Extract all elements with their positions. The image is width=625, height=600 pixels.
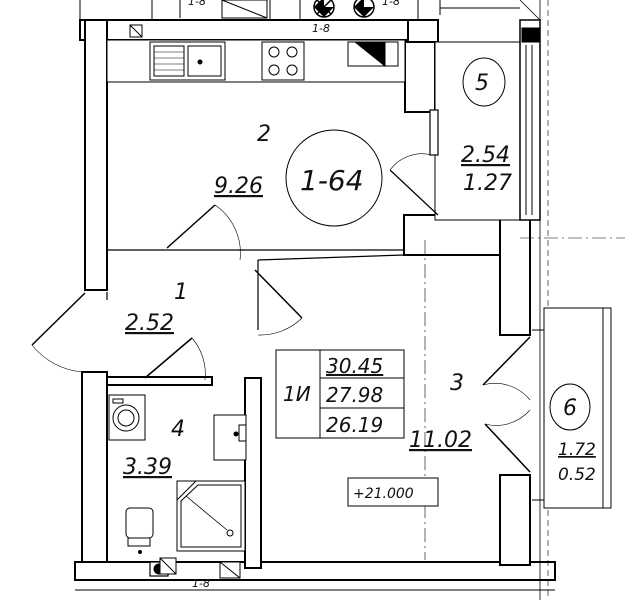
partitions xyxy=(106,215,405,330)
door-entrance xyxy=(31,292,86,373)
door-balcony-6 xyxy=(482,336,531,473)
wall-left-lower xyxy=(81,371,108,568)
room-6-area: 1.72 xyxy=(558,440,596,460)
apartment-type: 1И xyxy=(283,382,311,406)
room-1-number: 1 xyxy=(174,280,188,305)
section-mark-top-left: 1-8 xyxy=(188,0,206,8)
room-2-number: 2 xyxy=(257,122,271,147)
wall-bath-top xyxy=(106,376,213,386)
ventilation-duct-icon-2 xyxy=(353,0,375,18)
section-mark-top-mid: 1-8 xyxy=(312,22,330,35)
axis-lines xyxy=(424,237,625,560)
area-net: 26.19 xyxy=(326,413,383,437)
wall-top-right xyxy=(407,19,439,43)
section-mark-bottom: 1-8 xyxy=(192,577,210,590)
wall-kitchen-right xyxy=(404,41,436,113)
room-2-area: 9.26 xyxy=(214,174,263,199)
walls xyxy=(74,19,556,581)
area-total: 30.45 xyxy=(326,354,383,378)
balcony-5 xyxy=(434,0,549,600)
door-hall-room3 xyxy=(254,269,303,336)
room-6-area-reduced: 0.52 xyxy=(558,465,596,485)
floor-level: +21.000 xyxy=(353,486,414,502)
door-bath xyxy=(144,337,206,381)
kitchen-counter xyxy=(106,39,406,83)
wall-bottom xyxy=(74,561,556,581)
room-6-number: 6 xyxy=(563,396,577,421)
room-5-area: 2.54 xyxy=(461,143,510,168)
door-hall-kitchen xyxy=(166,204,241,261)
bathroom-fixtures xyxy=(108,394,247,577)
labels: 1-8 1-8 1-8 1-8 2 9.26 1-64 1 2.52 4 3.3… xyxy=(123,0,596,590)
toilet xyxy=(125,507,154,539)
door-balcony-5 xyxy=(389,109,439,216)
room-3-area: 11.02 xyxy=(409,428,472,453)
area-living-total: 27.98 xyxy=(326,383,383,407)
shaft-hatch xyxy=(129,0,268,38)
room-4-area: 3.39 xyxy=(123,455,172,480)
shower-tray xyxy=(176,480,246,552)
wall-left-upper xyxy=(84,19,108,291)
bottom-strip xyxy=(75,557,555,591)
top-strip xyxy=(79,0,520,20)
apartment-code-circle xyxy=(285,129,383,227)
wall-bath-right xyxy=(244,377,262,569)
room-4-number: 4 xyxy=(171,417,185,442)
room-5-area-reduced: 1.27 xyxy=(463,171,512,196)
wall-room3-right-lower xyxy=(499,474,531,566)
room-3-number: 3 xyxy=(450,371,464,396)
level-box xyxy=(347,477,439,507)
room-5-number: 5 xyxy=(475,71,489,96)
stove xyxy=(261,41,305,81)
room-1-area: 2.52 xyxy=(125,311,174,336)
room-number-circles xyxy=(462,57,591,431)
area-table xyxy=(275,349,405,439)
ventilation-duct-icon xyxy=(313,0,335,18)
apartment-code: 1-64 xyxy=(300,164,364,197)
section-mark-top-right: 1-8 xyxy=(382,0,400,8)
wall-room3-right xyxy=(499,214,531,336)
sink-ribs xyxy=(154,51,184,71)
